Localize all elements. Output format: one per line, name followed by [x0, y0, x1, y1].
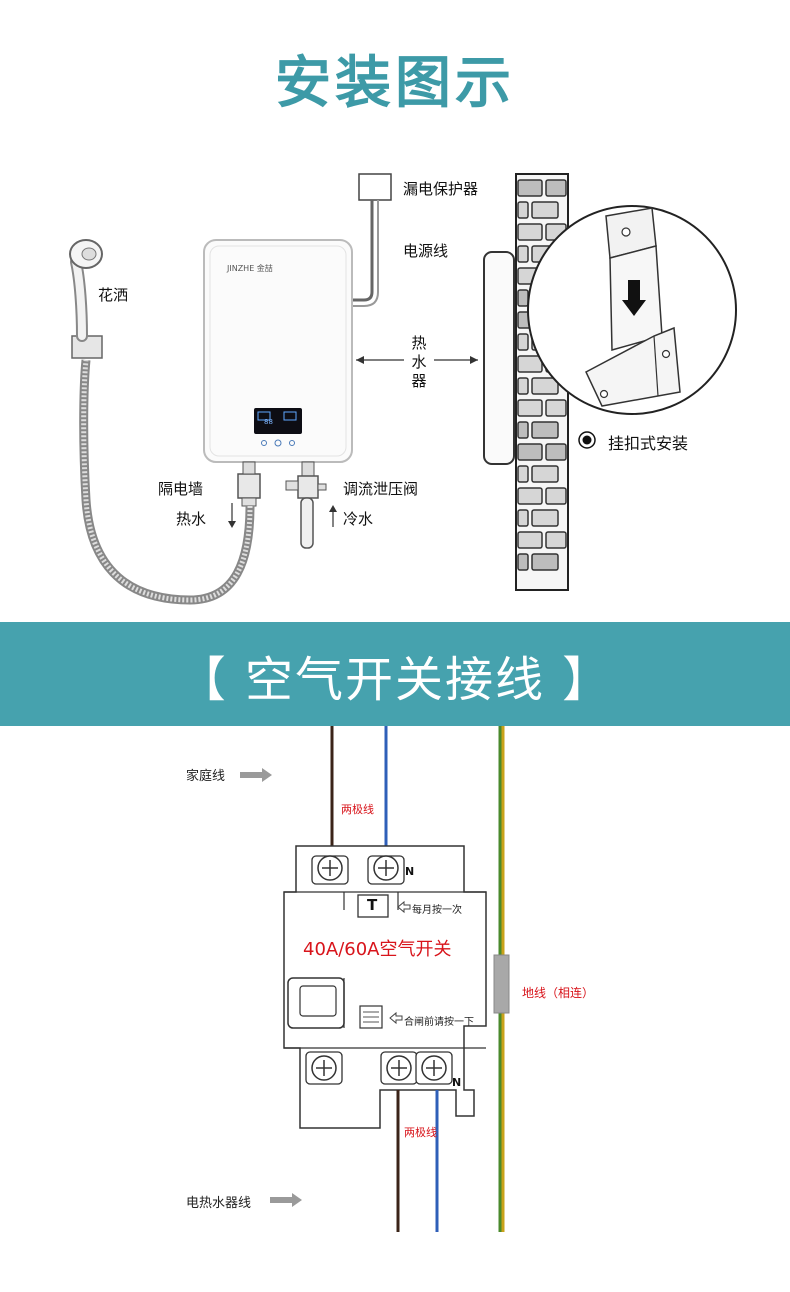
test-button	[357, 894, 389, 918]
heater-line-arrow-icon	[270, 1193, 302, 1207]
heater-brand: JINZHE 金喆	[227, 264, 273, 273]
section-banner	[0, 622, 790, 726]
ground-line-label: 地线（相连）	[522, 986, 595, 1000]
brick	[517, 179, 543, 197]
test-button-label: T	[367, 896, 378, 914]
heater-hook	[585, 326, 681, 407]
heater-line-label: 电热水器线	[186, 1196, 252, 1211]
neutral-top-label: N	[405, 865, 415, 878]
brick	[517, 465, 529, 483]
leakage-protector-box	[358, 173, 392, 201]
pointer-arrow-icon-2	[389, 1011, 403, 1025]
shower-head-label: 花洒	[98, 286, 129, 304]
power-cord	[352, 200, 374, 302]
brick	[517, 531, 543, 549]
monthly-press-label: 每月按一次	[412, 905, 462, 916]
two-pole-top-label: 两极线	[341, 803, 374, 816]
brick	[517, 245, 529, 263]
two-pole-bottom-label: 两极线	[404, 1126, 437, 1139]
hot-water-label: 热水	[176, 510, 207, 528]
cold-water-label: 冷水	[343, 510, 374, 528]
left-arrow-icon	[356, 356, 364, 364]
brick	[517, 509, 529, 527]
brick	[531, 421, 559, 439]
heater-display	[254, 408, 302, 434]
home-line-label: 家庭线	[186, 769, 226, 784]
leakage-protector-label: 漏电保护器	[403, 180, 479, 198]
top-terminal-live	[311, 855, 349, 885]
ground-connector	[493, 954, 510, 1014]
bottom-terminal-left	[305, 1051, 343, 1085]
brick	[517, 223, 543, 241]
home-line-arrow-icon	[240, 768, 272, 782]
brick	[517, 443, 543, 461]
power-cord-label: 电源线	[403, 242, 449, 260]
brick	[517, 553, 529, 571]
bottom-terminal-neutral	[415, 1051, 453, 1085]
water-heater-body	[203, 239, 353, 463]
banner-title: 【 空气开关接线 】	[177, 652, 613, 708]
brick	[517, 421, 529, 439]
cold-water-arrow-icon	[329, 505, 337, 512]
top-terminal-neutral	[367, 855, 405, 885]
brick	[545, 531, 567, 549]
brick	[545, 487, 567, 505]
cold-water-pipe	[300, 497, 314, 549]
down-button-icon	[261, 440, 267, 446]
press-before-close-label: 合闸前请按一下	[404, 1017, 474, 1028]
brick	[531, 201, 559, 219]
power-button-icon	[274, 439, 282, 447]
isolation-wall-label: 隔电墙	[158, 480, 204, 498]
brick	[545, 179, 567, 197]
bottom-terminal-live	[380, 1051, 418, 1085]
page-title: 安装图示	[275, 51, 515, 116]
brick	[545, 443, 567, 461]
brick	[517, 487, 543, 505]
brick	[531, 465, 559, 483]
air-switch-label: 40A/60A空气开关	[303, 939, 452, 960]
flow-valve-label: 调流泄压阀	[343, 480, 419, 498]
brick	[545, 399, 567, 417]
brick	[517, 377, 529, 395]
heater-side-view	[483, 251, 515, 465]
brick	[517, 399, 543, 417]
right-arrow-icon	[470, 356, 478, 364]
pointer-arrow-icon-1	[397, 900, 411, 914]
brick	[531, 553, 559, 571]
hot-water-arrow-icon	[228, 521, 236, 528]
brick	[531, 509, 559, 527]
up-button-icon	[289, 440, 295, 446]
water-heater-label: 热水器	[411, 334, 427, 390]
brick	[531, 377, 559, 395]
display-readout: 88	[264, 418, 273, 426]
down-arrow-icon	[622, 280, 646, 316]
brick	[517, 333, 529, 351]
hang-install-label: 挂扣式安装	[608, 434, 689, 453]
brick	[517, 201, 529, 219]
neutral-bottom-label: N	[452, 1076, 462, 1089]
